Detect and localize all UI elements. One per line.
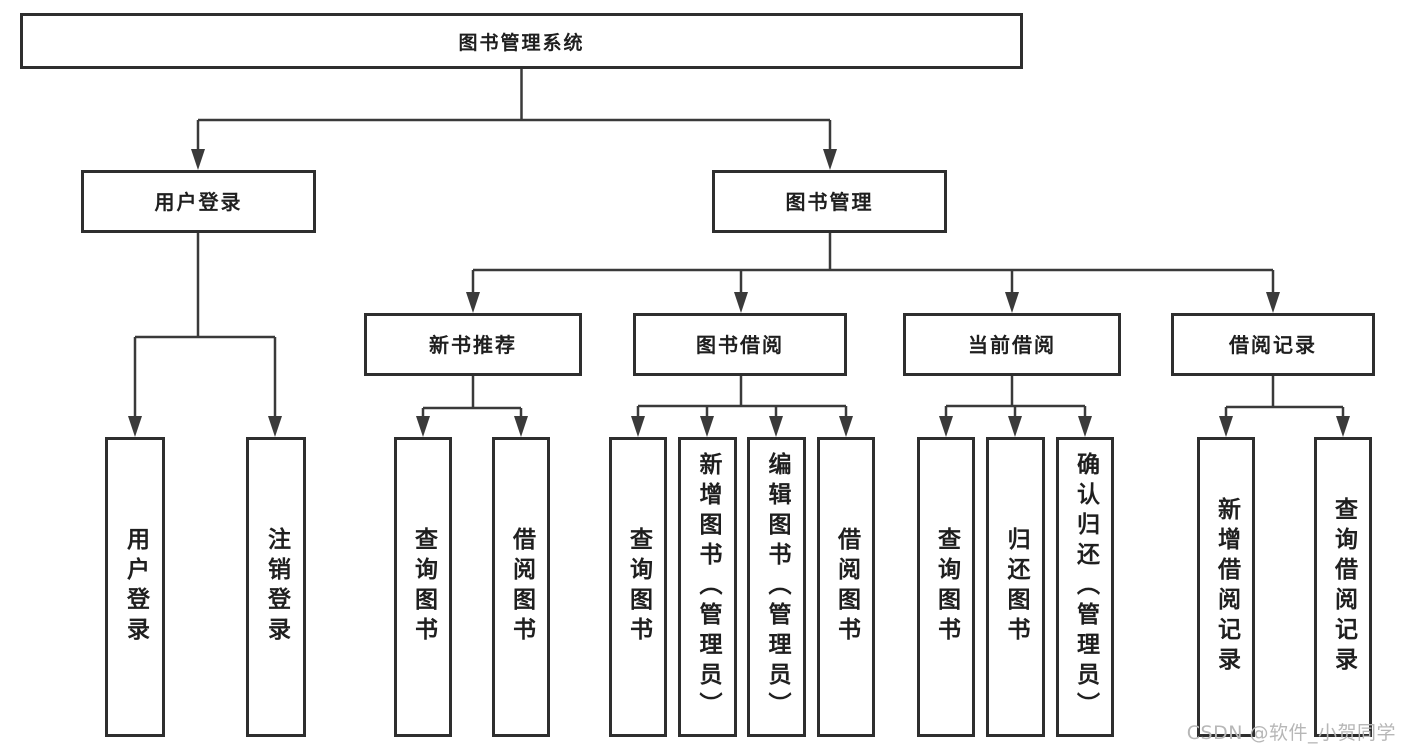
leaf-add-books-admin: 新增图书（管理员） [678, 437, 737, 737]
connector-user-login-to-leaves [133, 233, 277, 418]
node-borrow-records: 借阅记录 [1171, 313, 1375, 376]
arrowhead [631, 416, 645, 437]
arrowhead [1219, 416, 1233, 437]
node-current-borrow: 当前借阅 [903, 313, 1121, 376]
csdn-watermark: CSDN @软件_小贺同学 [1186, 722, 1396, 744]
arrowhead [466, 292, 480, 313]
leaf-borrow-books-recommend: 借阅图书 [492, 437, 550, 737]
arrowhead [1005, 292, 1019, 313]
node-book-management: 图书管理 [712, 170, 947, 233]
arrowhead [939, 416, 953, 437]
node-library-system: 图书管理系统 [20, 13, 1023, 69]
arrowhead [1336, 416, 1350, 437]
arrowhead [191, 149, 205, 170]
leaf-return-books: 归还图书 [986, 437, 1045, 737]
connector-book-borrow-to-leaves [636, 376, 848, 418]
arrowhead [1008, 416, 1022, 437]
connector-new-book-rec-to-leaves [421, 376, 523, 418]
leaf-add-borrow-record: 新增借阅记录 [1197, 437, 1255, 737]
leaf-query-borrow-record: 查询借阅记录 [1314, 437, 1372, 737]
arrowhead [1078, 416, 1092, 437]
arrowhead [700, 416, 714, 437]
leaf-logout-login: 注销登录 [246, 437, 306, 737]
node-book-borrow: 图书借阅 [633, 313, 847, 376]
leaf-query-books-borrow: 查询图书 [609, 437, 667, 737]
arrowhead [734, 292, 748, 313]
arrowhead [1266, 292, 1280, 313]
arrowhead [514, 416, 528, 437]
node-new-book-recommend: 新书推荐 [364, 313, 582, 376]
arrowhead [268, 416, 282, 437]
arrowheads [128, 149, 1350, 437]
arrowhead [769, 416, 783, 437]
arrowhead [839, 416, 853, 437]
leaf-query-books-recommend: 查询图书 [394, 437, 452, 737]
connector-borrow-records-to-leaves [1224, 376, 1345, 418]
arrowhead [128, 416, 142, 437]
leaf-confirm-return-admin: 确认归还（管理员） [1056, 437, 1114, 737]
leaf-user-login: 用户登录 [105, 437, 165, 737]
connector-root-to-level2 [196, 69, 832, 151]
leaf-query-books-current: 查询图书 [917, 437, 975, 737]
arrowhead [823, 149, 837, 170]
leaf-borrow-books: 借阅图书 [817, 437, 875, 737]
node-user-login: 用户登录 [81, 170, 316, 233]
leaf-edit-books-admin: 编辑图书（管理员） [747, 437, 806, 737]
connector-current-borrow-to-leaves [944, 376, 1087, 418]
connector-book-mgmt-to-level3 [471, 233, 1275, 294]
arrowhead [416, 416, 430, 437]
